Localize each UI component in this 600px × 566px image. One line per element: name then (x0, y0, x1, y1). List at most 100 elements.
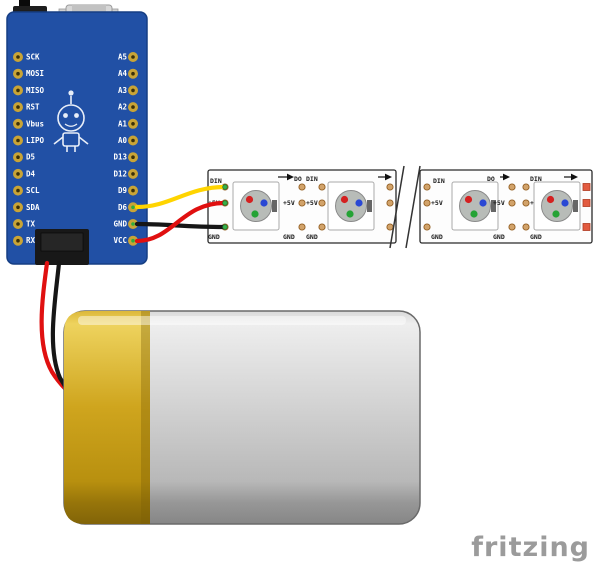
battery-tape-edge (141, 311, 150, 524)
robot-antenna-dot (68, 90, 74, 96)
pin-hole (13, 235, 24, 246)
jst-slot (40, 232, 84, 252)
robot-mouth (64, 123, 78, 127)
pad-dout (386, 183, 394, 191)
led-chip (491, 200, 496, 212)
signal-wires (134, 184, 227, 244)
pin-hole (13, 168, 24, 179)
pin-label-d12: D12 (113, 169, 127, 178)
pad-din (522, 183, 530, 191)
data-flow-arrowhead (571, 173, 578, 181)
wire-gnd-black (134, 221, 227, 230)
battery-highlight (78, 316, 406, 325)
pin-hole (13, 102, 24, 113)
pin-hole (13, 118, 24, 129)
led-blue-die (260, 199, 268, 207)
led-green-die (470, 210, 478, 218)
led-green-die (552, 210, 560, 218)
pin-label-vcc: VCC (113, 236, 127, 245)
strip-label-gnd: GND (493, 233, 505, 241)
pin-hole (128, 152, 139, 163)
led-red-die (245, 195, 254, 204)
pin-hole (13, 185, 24, 196)
pad-din (318, 183, 326, 191)
pad-gnd (298, 223, 306, 231)
robot-eye-right (74, 113, 79, 118)
data-flow-arrowhead (503, 173, 510, 181)
pad-gnd (508, 223, 516, 231)
pad-gnd (522, 223, 530, 231)
robot-arm-left (53, 136, 64, 145)
pin-hole (13, 51, 24, 62)
pin-hole (128, 85, 139, 96)
robot-eye-left (63, 113, 68, 118)
connection-dot-din (222, 184, 228, 190)
connection-dot-5v (222, 200, 228, 206)
pin-hole (13, 152, 24, 163)
pin-hole (13, 202, 24, 213)
led-strip-segment-1: DIN +5V GND DO DIN +5V +5V GND GND (207, 169, 397, 244)
pad-din (423, 183, 431, 191)
pin-label-scl: SCL (26, 186, 40, 195)
jst-battery-connector (35, 229, 89, 265)
pin-label-d13: D13 (113, 153, 127, 162)
data-flow-arrowhead (385, 173, 392, 181)
pad-5v (298, 199, 306, 207)
pad-gnd (423, 223, 431, 231)
pad-gnd (318, 223, 326, 231)
robot-head (57, 104, 85, 132)
break-slash (389, 165, 405, 249)
strip-label-din: DIN (306, 175, 318, 183)
pin-label-sda: SDA (26, 203, 40, 212)
neopixel-led (232, 181, 280, 231)
strip-break-marks (389, 165, 421, 249)
pad-5v (423, 199, 431, 207)
pin-hole (13, 68, 24, 79)
pin-label-a2: A2 (118, 103, 127, 112)
pin-label-a5: A5 (118, 53, 127, 62)
neopixel-led (451, 181, 499, 231)
connection-dots (222, 184, 228, 230)
usb-lip (72, 5, 106, 12)
strip-label-5v: +5V (493, 199, 505, 207)
robot-arm-right (78, 136, 89, 145)
pad-gnd (386, 223, 394, 231)
robot-body (62, 132, 80, 147)
pin-label-a0: A0 (118, 136, 128, 145)
pin-label-lipo: LIPO (26, 136, 45, 145)
lipo-battery (63, 310, 421, 525)
end-pad (582, 199, 591, 207)
pin-label-sck: SCK (26, 53, 40, 62)
led-blue-die (561, 199, 569, 207)
switch-nub (19, 0, 30, 9)
end-pad (582, 183, 591, 191)
pin-label-a4: A4 (118, 69, 128, 78)
pin-hole (13, 219, 24, 230)
strip-label-5v: +5V (283, 199, 295, 207)
led-blue-die (355, 199, 363, 207)
pad-5v (522, 199, 530, 207)
strip-label-din: DIN (530, 175, 542, 183)
strip-label-do: DO (487, 175, 495, 183)
pin-label-d4: D4 (26, 169, 36, 178)
connection-dot-gnd (222, 224, 228, 230)
neopixel-led (533, 181, 581, 231)
strip-label-5v: +5V (306, 199, 318, 207)
robot-logo-icon (53, 90, 89, 152)
led-red-die (340, 195, 349, 204)
neopixel-led (327, 181, 375, 231)
pin-labels-left: SCK MOSI MISO RST Vbus LIPO D5 D4 SCL SD… (26, 53, 45, 246)
end-pad (582, 223, 591, 231)
strip-label-din: DIN (433, 177, 445, 185)
pad-dout (298, 183, 306, 191)
pin-labels-right: A5 A4 A3 A2 A1 A0 D13 D12 D9 D6 GND VCC (113, 53, 127, 246)
led-green-die (346, 210, 354, 218)
strip-label-gnd: GND (306, 233, 318, 241)
wire-data-yellow (134, 184, 227, 210)
pad-5v (318, 199, 326, 207)
data-flow-arrowhead (287, 173, 294, 181)
led-strip-segment-2: DIN +5V GND DO DIN +5V +5V GND GND (419, 169, 593, 244)
pin-holes-left (13, 51, 24, 246)
